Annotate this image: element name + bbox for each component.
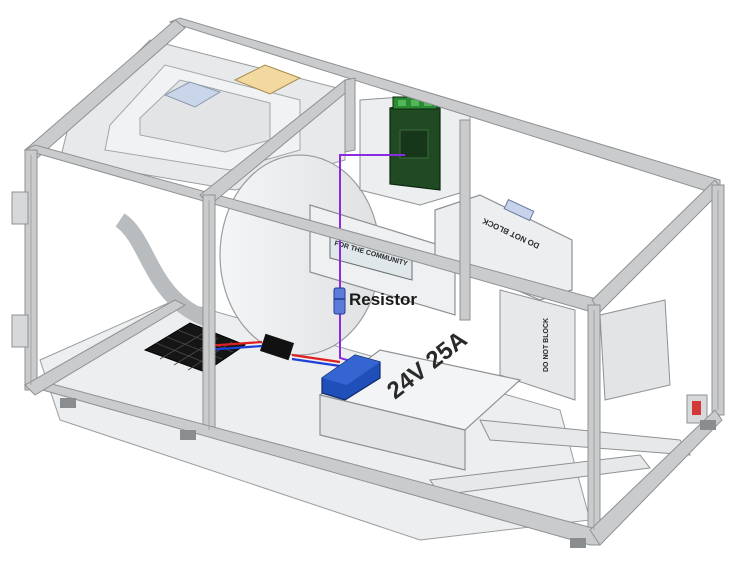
- power-supply-front: [319, 394, 466, 471]
- hinge-top: [11, 191, 29, 225]
- inline-connector: [259, 333, 295, 361]
- peltier-plate: [143, 322, 247, 373]
- rear-panel: [599, 299, 671, 401]
- sensor-chip-yellow: [233, 64, 302, 95]
- blue-module-top: [322, 355, 380, 385]
- hinge-bottom: [11, 314, 29, 348]
- extrusion-frame: [23, 17, 725, 546]
- side-panel: [499, 289, 576, 401]
- terminal-screw-2: [411, 100, 419, 106]
- rail-bracket: [479, 419, 691, 456]
- foot-1: [60, 398, 76, 408]
- do-not-block-label-side: DO NOT BLOCK: [543, 318, 550, 372]
- switch-rocker: [692, 401, 701, 415]
- foot-4: [700, 420, 716, 430]
- board-chip: [399, 129, 429, 159]
- resistor: [333, 287, 346, 315]
- support-arm: [115, 213, 213, 328]
- fan-grille: [503, 198, 535, 222]
- terminal-screw-1: [398, 100, 406, 106]
- foot-2: [180, 430, 196, 440]
- frame-grooves: [30, 155, 719, 530]
- sensor-chip-blue: [163, 81, 222, 108]
- foot-3: [570, 538, 586, 548]
- resistor-callout: Resistor: [349, 290, 417, 309]
